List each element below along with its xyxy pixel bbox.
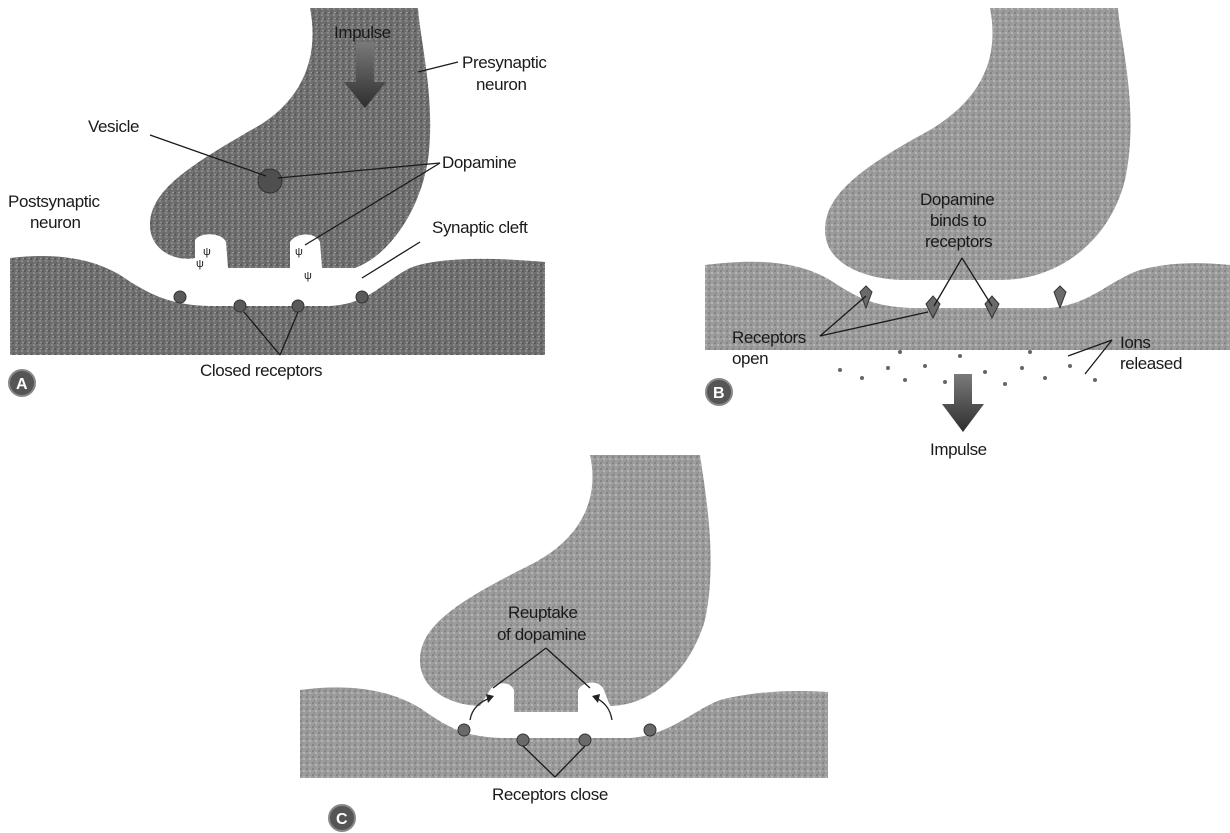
dopamine-molecule: ψ — [304, 270, 312, 282]
synaptic-cleft-label: Synaptic cleft — [432, 218, 528, 237]
postsynaptic-label-line2: neuron — [30, 213, 81, 232]
ion — [943, 380, 947, 384]
panel-b-letter: B — [713, 385, 725, 402]
reuptake-label-line2: of dopamine — [497, 625, 586, 644]
receptors-close-label: Receptors close — [492, 785, 608, 804]
dopamine-binds-label-line2: binds to — [930, 211, 986, 230]
reuptake-label-line1: Reuptake — [508, 603, 578, 622]
ion — [1093, 378, 1097, 382]
panel-a-letter: A — [16, 376, 28, 393]
presynaptic-neuron-shape-c — [420, 455, 711, 712]
impulse-arrow-b — [942, 374, 984, 432]
impulse-label-b: Impulse — [930, 440, 987, 459]
ions-label-line1: Ions — [1120, 333, 1151, 352]
dopamine-molecule: ψ — [203, 246, 211, 258]
ion — [860, 376, 864, 380]
receptors-open-label-line1: Receptors — [732, 328, 806, 347]
vesicle-shape — [258, 169, 282, 193]
closed-receptor — [234, 300, 246, 312]
receptors-open-label-line2: open — [732, 349, 768, 368]
ion — [1043, 376, 1047, 380]
presynaptic-label-line1: Presynaptic — [462, 53, 547, 72]
reuptake-arrow-right-head — [592, 694, 600, 703]
ion — [1068, 364, 1072, 368]
dopamine-binds-label-line3: receptors — [925, 232, 992, 251]
closed-receptor — [292, 300, 304, 312]
presynaptic-neuron-shape — [150, 8, 430, 268]
vesicle-label: Vesicle — [88, 117, 139, 136]
impulse-label-a: Impulse — [334, 23, 391, 42]
dopamine-molecule: ψ — [295, 246, 303, 258]
panel-b: Dopamine binds to receptors Receptors op… — [705, 8, 1230, 459]
dopamine-binds-label-line1: Dopamine — [920, 190, 994, 209]
ion — [886, 366, 890, 370]
ion — [983, 370, 987, 374]
closed-receptor — [644, 724, 656, 736]
open-receptor — [1054, 286, 1066, 308]
dopamine-label-a: Dopamine — [442, 153, 516, 172]
panel-a: ψ ψ ψ ψ Impulse Presynaptic neuron Vesic… — [8, 8, 547, 396]
panel-c: Reuptake of dopamine Receptors close C — [300, 455, 828, 831]
closed-receptor — [517, 734, 529, 746]
dopamine-molecule: ψ — [196, 258, 204, 270]
presynaptic-label-line2: neuron — [476, 75, 527, 94]
ion — [903, 378, 907, 382]
postsynaptic-label-line1: Postsynaptic — [8, 192, 100, 211]
ion — [838, 368, 842, 372]
closed-receptor — [579, 734, 591, 746]
postsynaptic-neuron-shape — [10, 256, 545, 355]
ion — [898, 350, 902, 354]
closed-receptor — [174, 291, 186, 303]
reuptake-arrow-left-head — [486, 694, 494, 703]
ions-label-line2: released — [1120, 354, 1182, 373]
ion — [1003, 382, 1007, 386]
closed-receptor — [458, 724, 470, 736]
ion — [1028, 350, 1032, 354]
closed-receptors-label: Closed receptors — [200, 361, 322, 380]
ion — [1020, 366, 1024, 370]
ion — [923, 364, 927, 368]
panel-c-letter: C — [336, 811, 348, 828]
ion — [958, 354, 962, 358]
closed-receptor — [356, 291, 368, 303]
